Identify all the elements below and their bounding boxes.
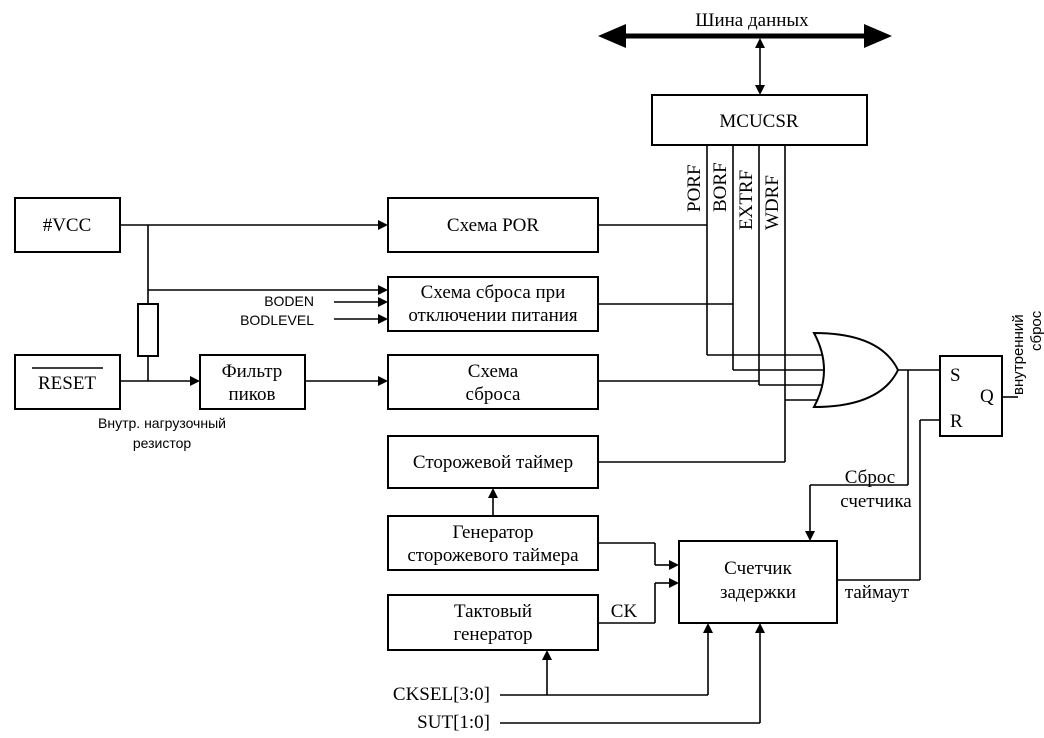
spike-filter-label-2: пиков (228, 384, 275, 405)
pullup-label-1: Внутр. нагрузочный (98, 415, 226, 431)
brownout-label-2: отключении питания (408, 305, 578, 326)
internal-reset-label-1: внутренний (1010, 314, 1027, 395)
pullup-label-2: резистор (133, 435, 192, 451)
counter-reset-label-1: Сброс (845, 467, 895, 488)
q-output-label: Q (980, 386, 994, 407)
data-bus-label: Шина данных (695, 10, 809, 31)
delay-counter-label-2: задержки (720, 582, 796, 603)
reset-circuit-block: Схема сброса (387, 354, 599, 410)
flag-borf: BORF (710, 162, 731, 212)
wdt-osc-label-2: сторожевого таймера (407, 545, 579, 566)
mcucsr-label: MCUCSR (719, 111, 799, 132)
ck-label: CK (611, 601, 638, 622)
flag-extrf: EXTRF (736, 170, 757, 230)
r-input-label: R (950, 411, 963, 432)
watchdog-oscillator-block: Генератор сторожевого таймера (387, 515, 599, 571)
clock-generator-block: Тактовый генератор (387, 594, 599, 651)
sut-label: SUT[1:0] (417, 712, 490, 733)
or-gate (812, 331, 900, 409)
boden-label: BODEN (264, 293, 314, 309)
mcucsr-register: MCUCSR (651, 94, 868, 146)
watchdog-label: Сторожевой таймер (413, 452, 573, 473)
brownout-label-1: Схема сброса при (421, 282, 566, 303)
brownout-circuit-block: Схема сброса при отключении питания (387, 276, 599, 332)
delay-counter-block: Счетчик задержки (678, 540, 838, 624)
por-circuit-block: Схема POR (387, 197, 599, 253)
wdt-osc-label-1: Генератор (452, 522, 533, 543)
s-input-label: S (950, 365, 961, 386)
delay-counter-label-1: Счетчик (724, 558, 792, 579)
reset-circuit-label-2: сброса (466, 384, 521, 405)
flag-wdrf: WDRF (762, 175, 783, 230)
internal-reset-label-2: сброс (1028, 310, 1044, 351)
counter-reset-label-2: счетчика (840, 491, 912, 512)
vcc-block: #VCC (14, 197, 121, 253)
sr-flipflop: S R Q (939, 355, 1003, 437)
bodlevel-label: BODLEVEL (240, 312, 314, 328)
timeout-label: таймаут (845, 582, 910, 603)
watchdog-timer-block: Сторожевой таймер (387, 435, 599, 489)
clock-label-2: генератор (453, 624, 532, 645)
pullup-resistor (137, 303, 159, 357)
flag-lines (706, 145, 828, 401)
reset-label: RESET (38, 373, 96, 394)
data-bus: Шина данных (598, 10, 892, 48)
clock-label-1: Тактовый (454, 601, 532, 622)
flag-porf: PORF (684, 164, 705, 212)
spike-filter-label-1: Фильтр (222, 361, 283, 382)
spike-filter-block: Фильтр пиков (199, 354, 306, 410)
reset-circuit-label-1: Схема (468, 361, 519, 382)
reset-pin-block: RESET (14, 354, 121, 410)
vcc-label: #VCC (43, 215, 92, 236)
cksel-label: CKSEL[3:0] (393, 684, 490, 705)
por-label: Схема POR (447, 215, 539, 236)
